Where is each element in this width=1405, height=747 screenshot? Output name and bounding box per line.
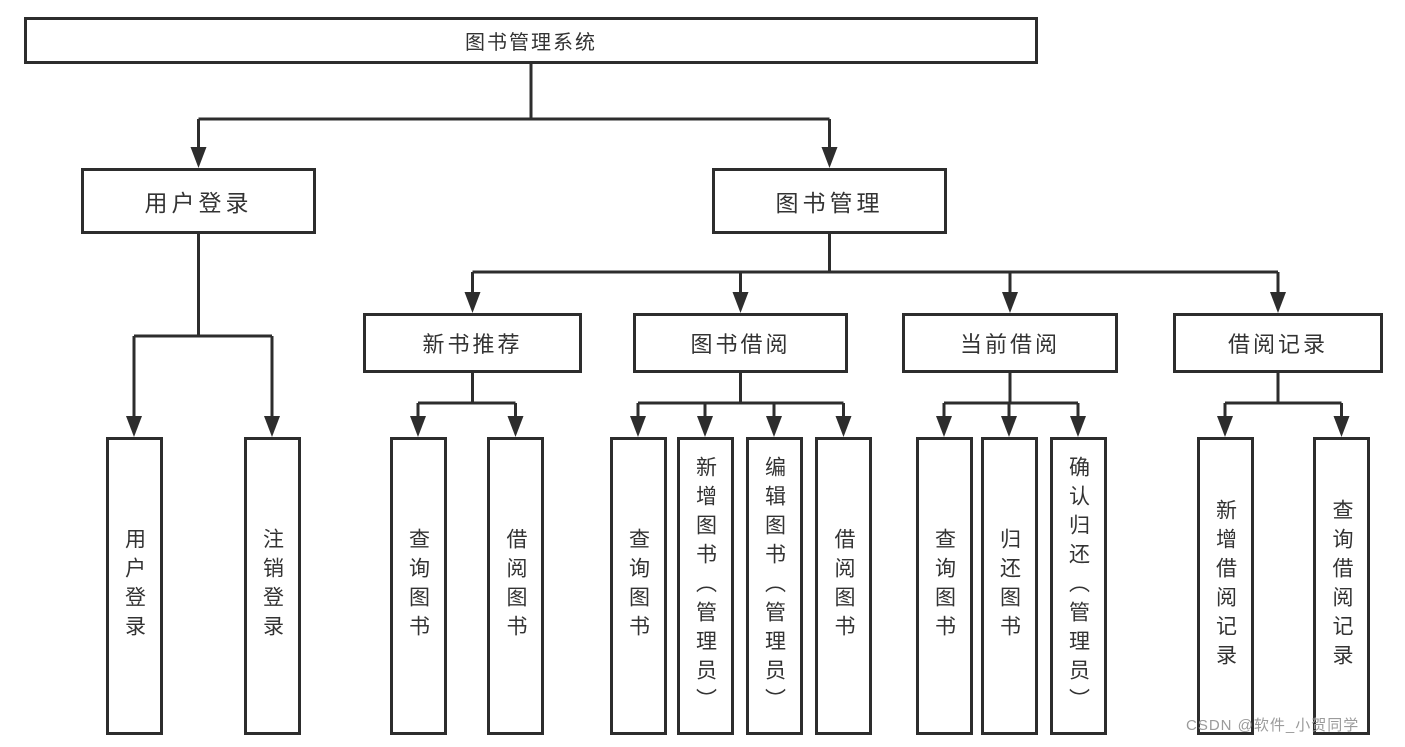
leaf-query-borrow-record: 查询借阅记录 (1313, 437, 1370, 735)
leaf-query-books-c-label: 查询图书 (932, 528, 956, 644)
leaf-user-login-label: 用户登录 (122, 528, 146, 644)
connector-bookmgmt-to-level3 (464, 234, 1286, 313)
node-new-book-recommend: 新书推荐 (363, 313, 582, 373)
leaf-query-books-b: 查询图书 (609, 437, 667, 735)
node-borrowing-records: 借阅记录 (1173, 313, 1383, 373)
node-current-borrowing-label: 当前借阅 (959, 332, 1060, 357)
node-borrowing-records-label: 借阅记录 (1227, 332, 1328, 357)
node-book-management: 图书管理 (712, 168, 947, 234)
leaf-borrow-books-b: 借阅图书 (815, 437, 872, 735)
leaf-add-borrow-record-label: 新增借阅记录 (1213, 499, 1237, 673)
connector-records-group (1217, 373, 1350, 437)
connector-root-to-level2 (190, 64, 838, 168)
leaf-return-book-label: 归还图书 (997, 528, 1021, 644)
node-root: 图书管理系统 (24, 17, 1038, 64)
leaf-query-books-a: 查询图书 (389, 437, 447, 735)
connector-userlogin-group (126, 234, 280, 437)
leaf-user-login: 用户登录 (105, 437, 163, 735)
leaf-query-borrow-record-label: 查询借阅记录 (1330, 499, 1353, 673)
node-user-login-label: 用户登录 (144, 190, 253, 216)
node-user-login: 用户登录 (81, 168, 316, 234)
leaf-borrow-books-a-label: 借阅图书 (504, 528, 527, 644)
node-new-book-recommend-label: 新书推荐 (422, 332, 523, 357)
leaf-borrow-books-a: 借阅图书 (487, 437, 544, 735)
leaf-logout: 注销登录 (243, 437, 301, 735)
leaf-return-book: 归还图书 (980, 437, 1038, 735)
node-book-borrowing: 图书借阅 (633, 313, 848, 373)
csdn-watermark: CSDN @软件_小贺同学 (1186, 717, 1360, 734)
leaf-edit-book-admin-label: 编辑图书（管理员） (762, 455, 786, 717)
connector-bookborrow-group (630, 373, 852, 437)
node-book-management-label: 图书管理 (775, 190, 884, 216)
connector-currentborrow-group (936, 373, 1086, 437)
node-current-borrowing: 当前借阅 (902, 313, 1118, 373)
leaf-confirm-return-admin-label: 确认归还（管理员） (1066, 455, 1090, 717)
node-book-borrowing-label: 图书借阅 (690, 332, 791, 357)
leaf-confirm-return-admin: 确认归还（管理员） (1049, 437, 1107, 735)
leaf-edit-book-admin: 编辑图书（管理员） (745, 437, 803, 735)
leaf-add-borrow-record: 新增借阅记录 (1196, 437, 1254, 735)
leaf-add-book-admin: 新增图书（管理员） (676, 437, 734, 735)
leaf-query-books-b-label: 查询图书 (626, 528, 650, 644)
leaf-logout-label: 注销登录 (260, 528, 284, 644)
leaf-add-book-admin-label: 新增图书（管理员） (693, 455, 717, 717)
leaf-query-books-a-label: 查询图书 (406, 528, 430, 644)
leaf-borrow-books-b-label: 借阅图书 (832, 528, 855, 644)
leaf-query-books-c: 查询图书 (915, 437, 973, 735)
node-root-label: 图书管理系统 (465, 32, 597, 54)
connector-newbook-group (410, 373, 524, 437)
